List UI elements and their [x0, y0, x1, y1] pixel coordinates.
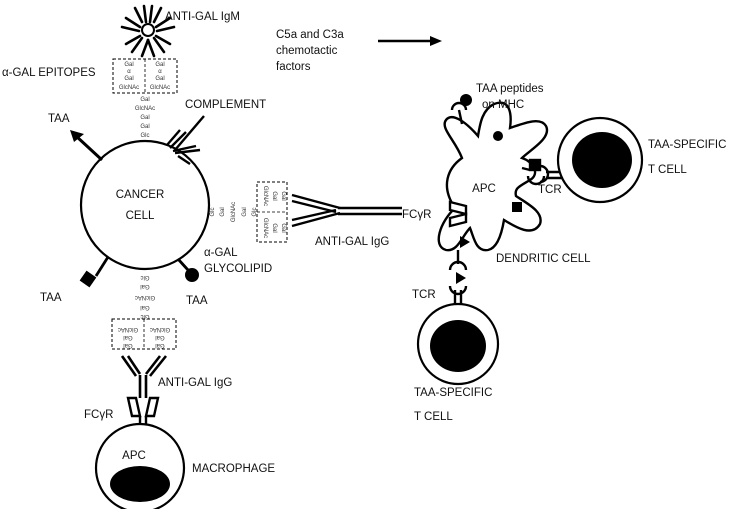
svg-text:Glc: Glc	[210, 208, 216, 217]
chemotaxis-arrow-head	[430, 36, 442, 46]
svg-text:Gal: Gal	[155, 62, 164, 68]
macrophage-nucleus	[110, 466, 170, 502]
taa-circle-stalk	[176, 258, 190, 271]
svg-text:Gal: Gal	[280, 223, 286, 232]
right-glycan-chain: Glc Gal GlcNAc Gal Glc	[210, 202, 258, 222]
internal-peptide-circle	[493, 131, 503, 141]
svg-text:Glc: Glc	[252, 208, 258, 217]
alpha-gal-epitopes-label: α-GAL EPITOPES	[2, 67, 96, 79]
taa-specific-bottom-label-line1: TAA-SPECIFIC	[414, 387, 492, 399]
cancer-cell-label-line1: CANCER	[116, 189, 165, 201]
svg-text:GlcNAc: GlcNAc	[262, 186, 268, 206]
svg-text:GlcNAc: GlcNAc	[262, 218, 268, 238]
anti-gal-igg-bottom-label: ANTI-GAL IgG	[158, 377, 232, 389]
anti-gal-igg-middle	[291, 193, 402, 228]
svg-text:GlcNAc: GlcNAc	[135, 106, 155, 112]
svg-text:Gal: Gal	[140, 124, 149, 130]
svg-text:GlcNAc: GlcNAc	[135, 294, 155, 300]
fc-gamma-receptor-dendritic	[448, 200, 468, 228]
cancer-cell-label-line2: CELL	[126, 210, 155, 222]
taa-specific-right-label-line2: T CELL	[648, 164, 687, 176]
taa-arrow-head	[70, 130, 84, 142]
macrophage-apc-label: APC	[122, 450, 146, 462]
svg-text:Gal: Gal	[155, 76, 164, 82]
svg-text:Gal: Gal	[124, 62, 133, 68]
svg-text:Glc: Glc	[141, 313, 150, 319]
svg-text:Gal: Gal	[220, 207, 226, 216]
svg-text:GlcNAc: GlcNAc	[118, 326, 138, 332]
alpha-gal-label-line2: GLYCOLIPID	[204, 263, 272, 275]
taa-specific-right-label-line1: TAA-SPECIFIC	[648, 139, 726, 151]
mhc-peptide-top	[450, 94, 472, 125]
svg-text:Gal: Gal	[140, 304, 149, 310]
svg-text:Gal: Gal	[271, 191, 277, 200]
chemotactic-label-line1: C5a and C3a	[276, 29, 344, 41]
svg-text:Glc: Glc	[141, 133, 150, 139]
top-epitope-sugars: Gal α Gal GlcNAc Gal α Gal GlcNAc Gal Gl…	[119, 62, 170, 139]
svg-text:α: α	[158, 69, 162, 75]
tcr-bottom-label: TCR	[412, 289, 436, 301]
fcgr-bottom-label: FCγR	[84, 409, 113, 421]
taa-bottom-label: TAA	[186, 295, 208, 307]
anti-gal-igg-bottom	[120, 355, 168, 398]
svg-text:GlcNAc: GlcNAc	[150, 326, 170, 332]
svg-text:Gal: Gal	[271, 223, 277, 232]
dendritic-apc-label: APC	[472, 183, 496, 195]
svg-text:Gal: Gal	[123, 342, 132, 348]
svg-text:Gal: Gal	[123, 334, 132, 340]
cancer-cell	[79, 139, 211, 271]
chemotactic-label-line3: factors	[276, 61, 311, 73]
svg-text:GlcNAc: GlcNAc	[150, 85, 170, 91]
anti-gal-igm-pentamer	[120, 4, 176, 58]
t-cell-right-nucleus	[572, 132, 632, 188]
taa-left-label: TAA	[40, 292, 62, 304]
right-epitope-sugars: GlcNAc Gal Gal GlcNAc Gal Gal	[262, 186, 286, 238]
taa-specific-bottom-label-line2: T CELL	[414, 411, 453, 423]
dendritic-cell	[437, 101, 549, 252]
svg-text:α: α	[127, 69, 131, 75]
complement-label: COMPLEMENT	[185, 99, 266, 111]
internal-peptide-square	[512, 202, 522, 212]
chemotactic-label-line2: chemotactic	[276, 45, 338, 57]
svg-text:Gal: Gal	[155, 334, 164, 340]
taa-arrow-shaft	[74, 134, 104, 162]
taa-peptides-label-line1: TAA peptides	[476, 83, 544, 95]
svg-text:Gal: Gal	[155, 342, 164, 348]
alpha-gal-label-line1: α-GAL	[204, 247, 238, 259]
taa-square-stalk	[94, 256, 110, 277]
taa-top-label: TAA	[48, 113, 70, 125]
svg-text:Glc: Glc	[141, 274, 150, 280]
anti-gal-igm-label: ANTI-GAL IgM	[165, 11, 240, 23]
svg-text:Gal: Gal	[242, 207, 248, 216]
dendritic-cell-label: DENDRITIC CELL	[496, 253, 591, 265]
mhc-tcr-bottom	[448, 250, 468, 306]
tcr-right-label: TCR	[538, 184, 562, 196]
svg-text:Gal: Gal	[140, 283, 149, 289]
fc-gamma-receptor-macrophage	[126, 396, 160, 425]
svg-text:GlcNAc: GlcNAc	[231, 202, 237, 222]
complement-symbol	[166, 115, 205, 165]
anti-gal-igg-middle-label: ANTI-GAL IgG	[315, 236, 389, 248]
taa-square-marker	[79, 270, 97, 288]
internal-peptide-triangle	[460, 236, 470, 248]
svg-text:Gal: Gal	[140, 97, 149, 103]
svg-text:GlcNAc: GlcNAc	[119, 85, 139, 91]
svg-text:Gal: Gal	[124, 76, 133, 82]
fcgr-dendritic-label: FCγR	[402, 209, 431, 221]
svg-text:Gal: Gal	[140, 115, 149, 121]
taa-peptides-label-line2: on MHC	[482, 99, 524, 111]
macrophage-label: MACROPHAGE	[192, 463, 275, 475]
svg-text:Gal: Gal	[280, 191, 286, 200]
t-cell-bottom-nucleus	[430, 320, 486, 372]
bottom-glycan-chain: Glc Gal GlcNAc Gal Glc	[135, 274, 155, 319]
bottom-epitope-sugars: GlcNAc Gal Gal GlcNAc Gal Gal	[118, 326, 170, 348]
taa-circle-marker	[185, 268, 199, 282]
